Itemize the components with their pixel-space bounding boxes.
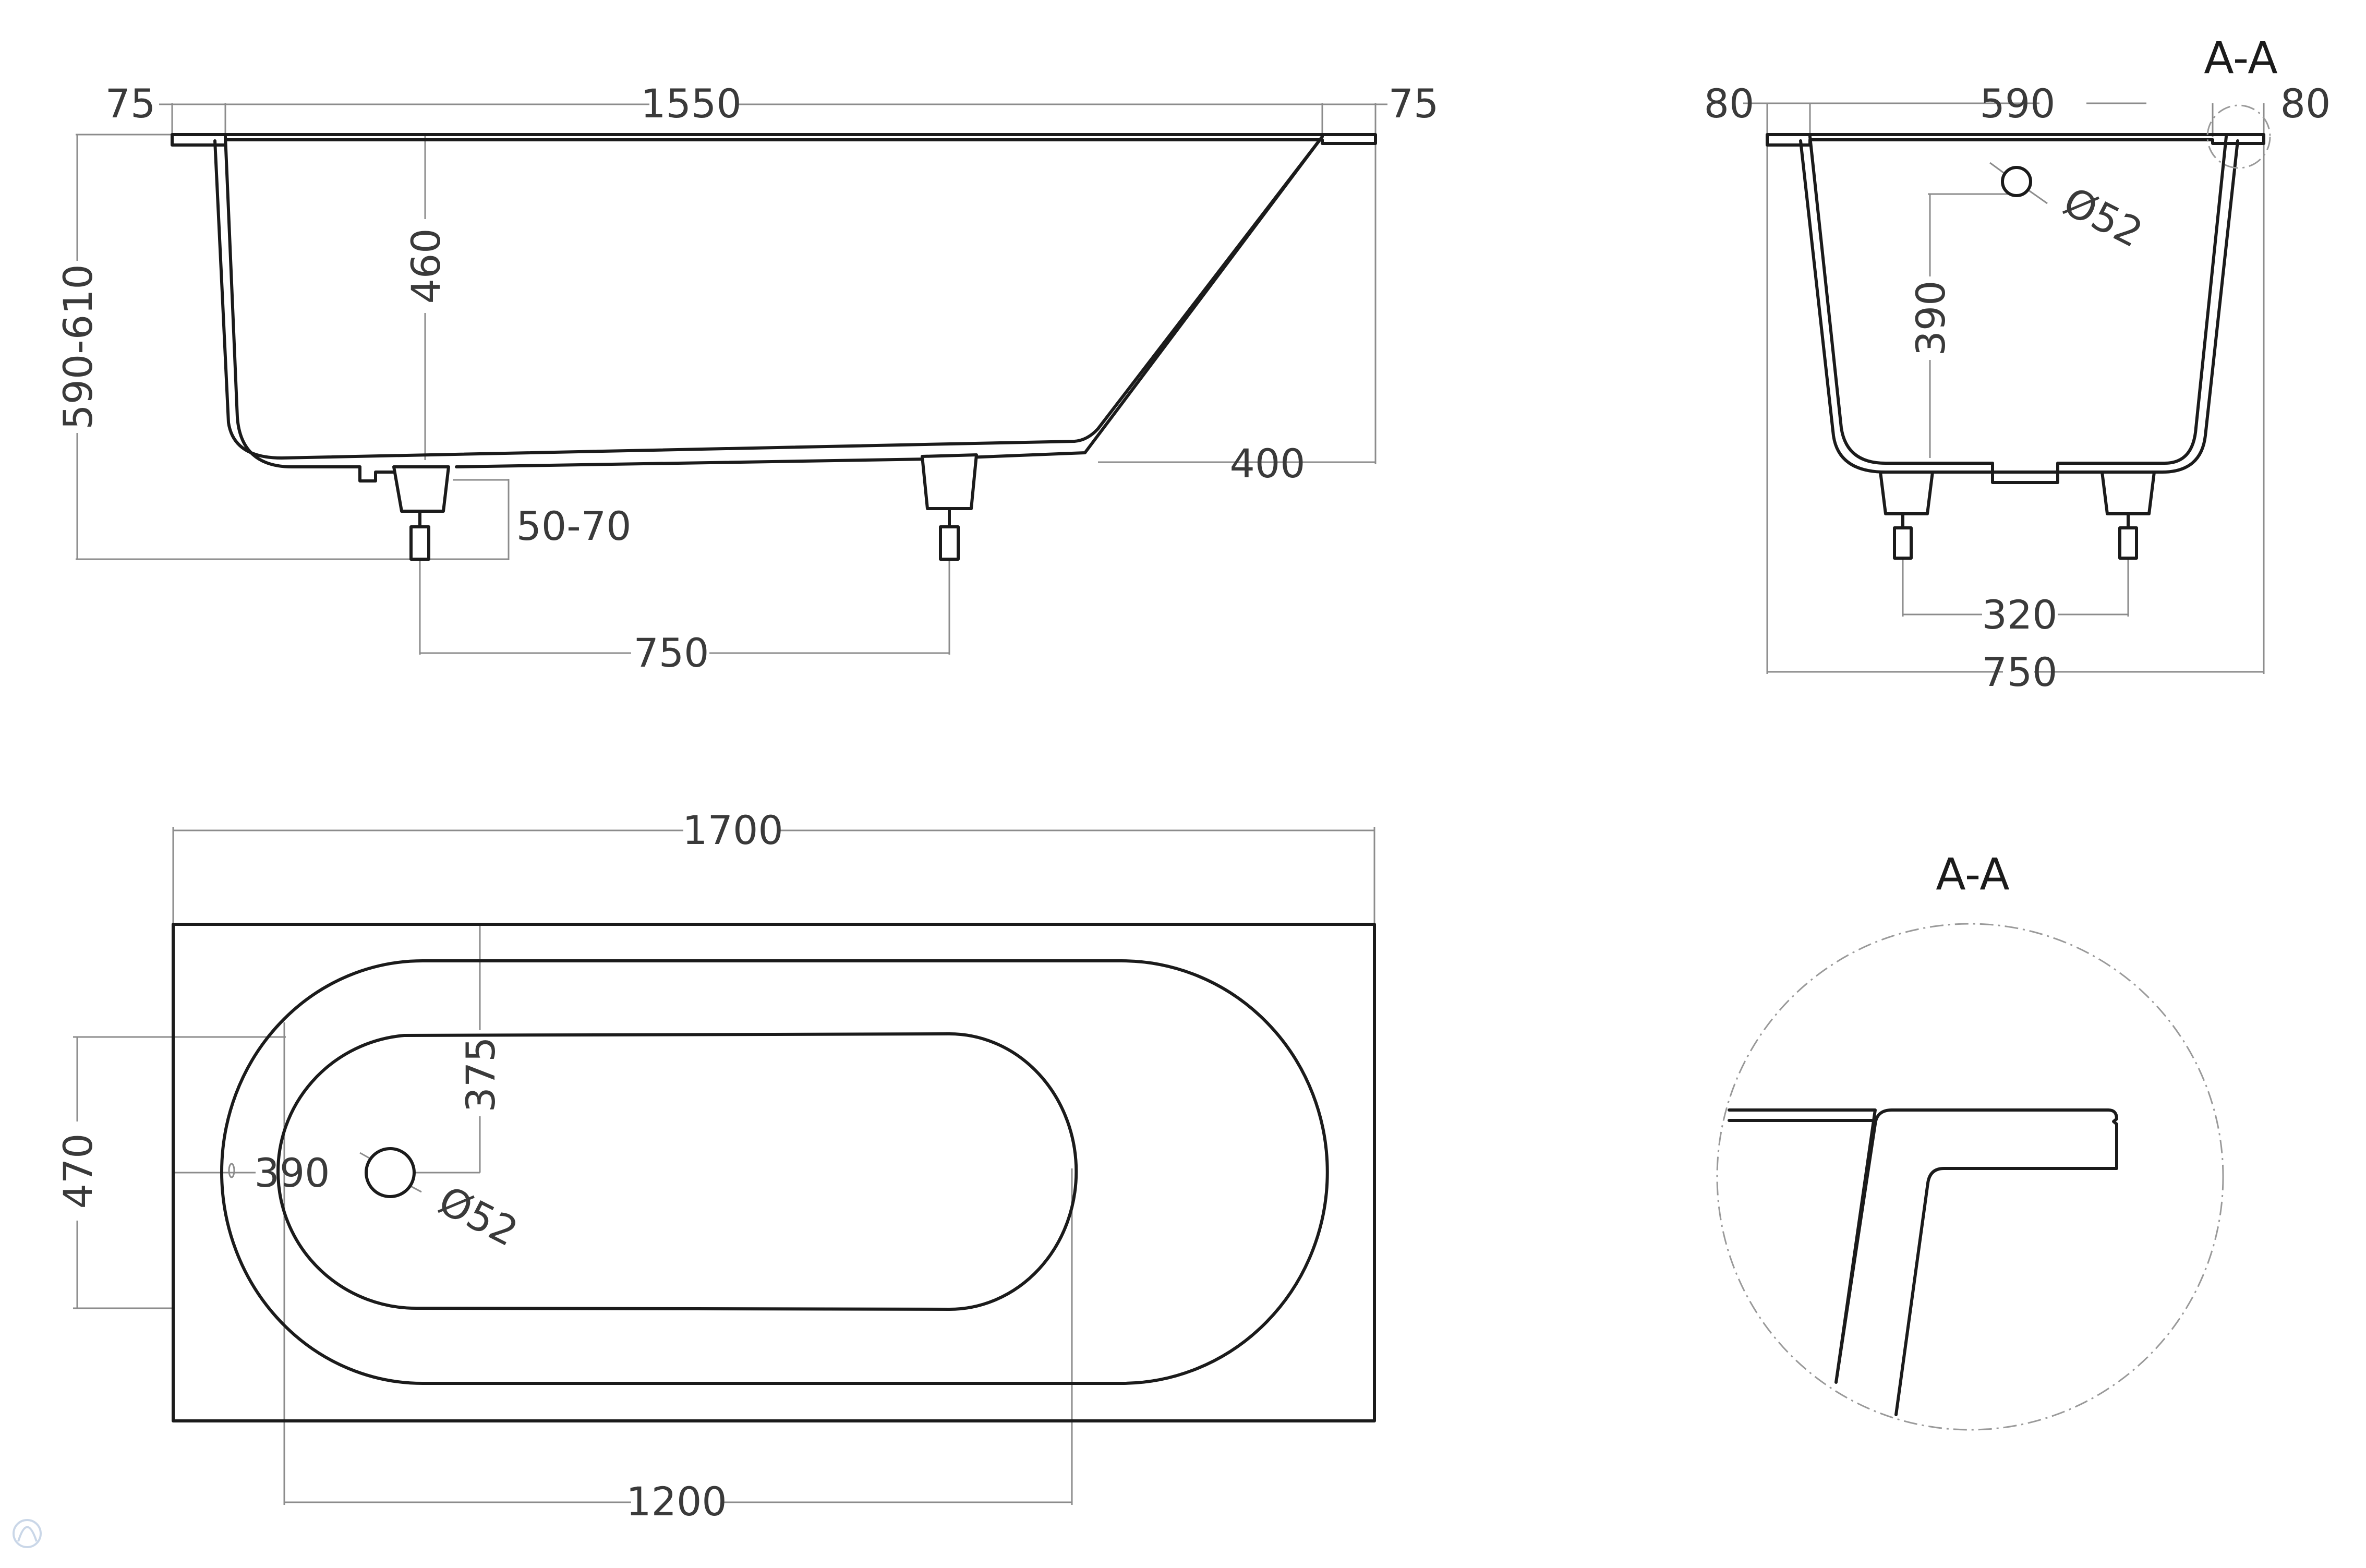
plan-view-drain-offset-y-label: 375 (457, 1036, 504, 1112)
side-view-tub-inner (213, 135, 1324, 460)
end-view-drain-height-label: 390 (1908, 280, 1954, 356)
plan-view: 1700 470 375 390 Ø52 1200 (55, 807, 1376, 1525)
plan-view-drain-hole (365, 1147, 416, 1198)
detail-view: A-A (1716, 849, 2224, 1431)
side-view-total-height-label: 590-610 (55, 264, 101, 430)
side-view-tub-outer (224, 135, 1324, 468)
side-view-rim-right-label: 75 (1389, 80, 1439, 127)
end-view-rim-right-label: 80 (2280, 80, 2331, 127)
end-view-leg-spacing-label: 320 (1982, 592, 2057, 638)
detail-view-boundary (1716, 923, 2224, 1431)
end-view-rim-left-label: 80 (1704, 80, 1755, 127)
end-view-tub-outer (1808, 135, 2228, 465)
side-view-leg-adjust-label: 50-70 (516, 503, 632, 549)
end-view-drain-hole (2001, 166, 2032, 197)
side-view-rear-foot (921, 453, 978, 510)
side-view-front-foot (392, 465, 450, 513)
side-view-leg-spacing-label: 750 (633, 630, 709, 676)
end-view-detail-marker (2206, 104, 2271, 169)
end-view-total-width-label: 750 (1982, 649, 2057, 695)
side-view-drain-fitting (358, 465, 395, 483)
plan-view-drain-offset-x-label: 390 (254, 1150, 330, 1196)
end-view-dimension-lines (1743, 102, 2265, 674)
watermark-logo (13, 1519, 42, 1548)
side-view-inner-depth-label: 460 (403, 228, 449, 304)
end-view-left-foot-bolt (1893, 526, 1913, 560)
end-view-right-foot (2101, 471, 2156, 515)
end-view-inner-width-label: 590 (1979, 80, 2055, 127)
plan-view-total-length-label: 1700 (682, 807, 783, 853)
end-view-title: A-A (2204, 32, 2278, 83)
plan-view-tub-bottom (276, 1032, 1078, 1311)
plan-view-dimension-lines (73, 827, 1375, 1505)
plan-view-drain-diameter-label: Ø52 (431, 1177, 525, 1255)
side-view: 75 1550 75 590-610 460 400 50-70 750 (55, 80, 1439, 676)
side-view-rim-left-label: 75 (105, 80, 156, 127)
side-view-slope-offset-label: 400 (1229, 440, 1305, 487)
side-view-dimension-lines (76, 103, 1387, 655)
detail-view-title: A-A (1936, 849, 2010, 900)
end-view-drain-fitting (1991, 462, 2059, 484)
plan-view-overflow-mark (228, 1163, 235, 1178)
side-view-top-length-label: 1550 (641, 80, 741, 127)
detail-view-rim-profile (1728, 1108, 2118, 1416)
side-view-front-foot-bolt (409, 525, 430, 561)
plan-view-tub-opening (220, 959, 1329, 1385)
end-view-right-foot-bolt (2118, 526, 2138, 560)
plan-view-bottom-length-label: 1200 (626, 1478, 727, 1525)
end-view-drain-diameter-label: Ø52 (2056, 178, 2150, 256)
plan-view-outer-rim (172, 923, 1376, 1422)
side-view-rim (171, 133, 1377, 147)
side-view-rear-foot-bolt (939, 525, 960, 561)
plan-view-total-width-label: 470 (55, 1133, 101, 1209)
end-view: A-A 80 (1704, 32, 2331, 695)
end-view-rim (1766, 133, 2265, 147)
end-view-left-foot (1879, 471, 1934, 515)
